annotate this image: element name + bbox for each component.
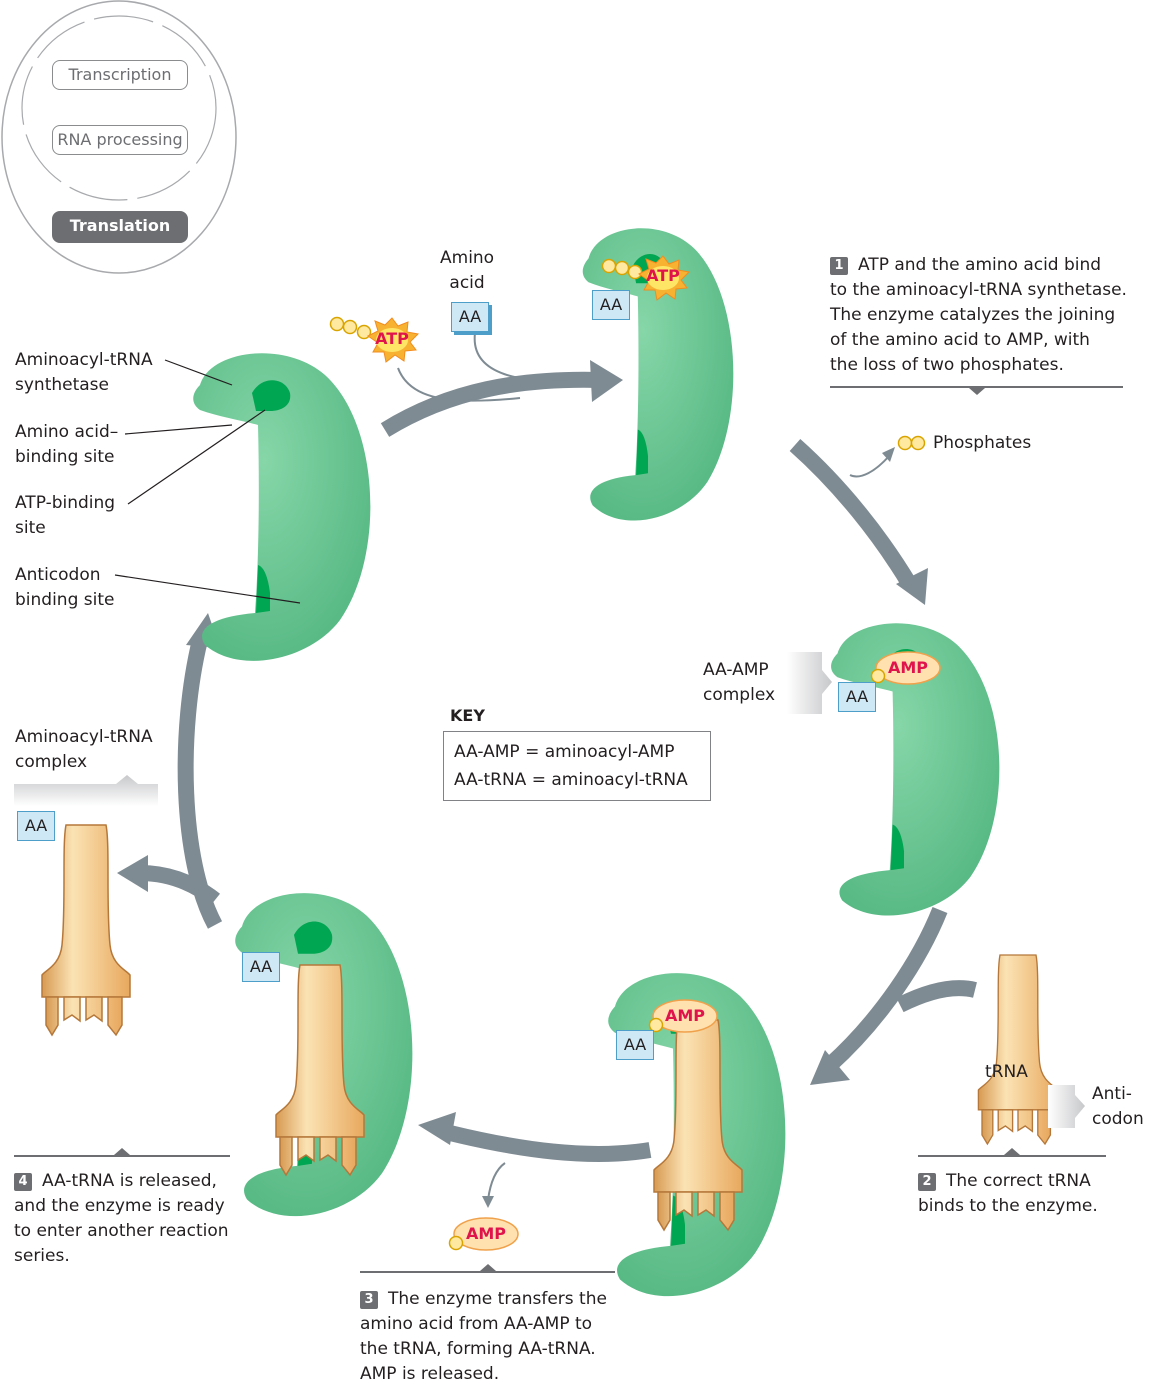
label-anticodon: Anti-codon — [1092, 1082, 1144, 1132]
step-1-line-4: of the amino acid to AMP, with — [830, 328, 1127, 353]
aa-box-free: AA — [451, 302, 489, 332]
aa-box-complex: AA — [17, 811, 55, 841]
cell-overview-transcription: Transcription — [52, 60, 188, 90]
key-entry-aa-amp: AA-AMP = aminoacyl-AMP — [454, 738, 700, 766]
step-3-line-2: amino acid from AA-AMP to — [360, 1312, 607, 1337]
brace-complex — [14, 775, 158, 806]
cell-overview-translation: Translation — [52, 211, 188, 243]
step-4-line-4: series. — [14, 1244, 229, 1269]
aa-box-step1: AA — [592, 290, 630, 320]
amp-bound-1-label: AMP — [884, 658, 932, 677]
step-3-line-3: the tRNA, forming AA-tRNA. — [360, 1337, 607, 1362]
aa-box-with-trna: AA — [616, 1030, 654, 1060]
step-1-line-3: The enzyme catalyzes the joining — [830, 303, 1127, 328]
amp-bound-2-label: AMP — [661, 1006, 709, 1025]
aa-box-releasing: AA — [242, 952, 280, 982]
step-1-line-2: to the aminoacyl-tRNA synthetase. — [830, 278, 1127, 303]
brace-aa-amp — [787, 652, 832, 714]
atp-bound-label: ATP — [643, 266, 683, 285]
brace-anticodon — [1048, 1085, 1085, 1128]
key-entry-aa-trna: AA-tRNA = aminoacyl-tRNA — [454, 766, 700, 794]
phosphates-released — [899, 437, 925, 450]
enzyme-resting — [193, 353, 370, 661]
step-2-line-2: binds to the enzyme. — [918, 1194, 1098, 1219]
amp-released-label: AMP — [462, 1224, 510, 1243]
step-4-line-2: and the enzyme is ready — [14, 1194, 229, 1219]
key-title: KEY — [450, 706, 485, 725]
step-2-rule — [918, 1155, 1106, 1157]
aa-box-aa-amp: AA — [838, 682, 876, 712]
step-3-line-4: AMP is released. — [360, 1362, 607, 1387]
atp-free-label: ATP — [372, 329, 412, 348]
label-phosphates: Phosphates — [933, 431, 1031, 456]
key-box: AA-AMP = aminoacyl-AMP AA-tRNA = aminoac… — [443, 731, 711, 801]
step-1-rule — [830, 386, 1123, 388]
label-amino-acid-binding-site: Amino acid–binding site — [15, 420, 118, 470]
trna-free — [978, 955, 1057, 1144]
cell-overview-rna-processing: RNA processing — [52, 125, 188, 155]
trna-complex — [42, 825, 130, 1035]
step-4-rule — [14, 1155, 230, 1157]
step-4-line-3: to enter another reaction — [14, 1219, 229, 1244]
step-3-rule — [360, 1271, 615, 1273]
label-trna: tRNA — [985, 1060, 1028, 1085]
step-1-line-5: the loss of two phosphates. — [830, 353, 1127, 378]
